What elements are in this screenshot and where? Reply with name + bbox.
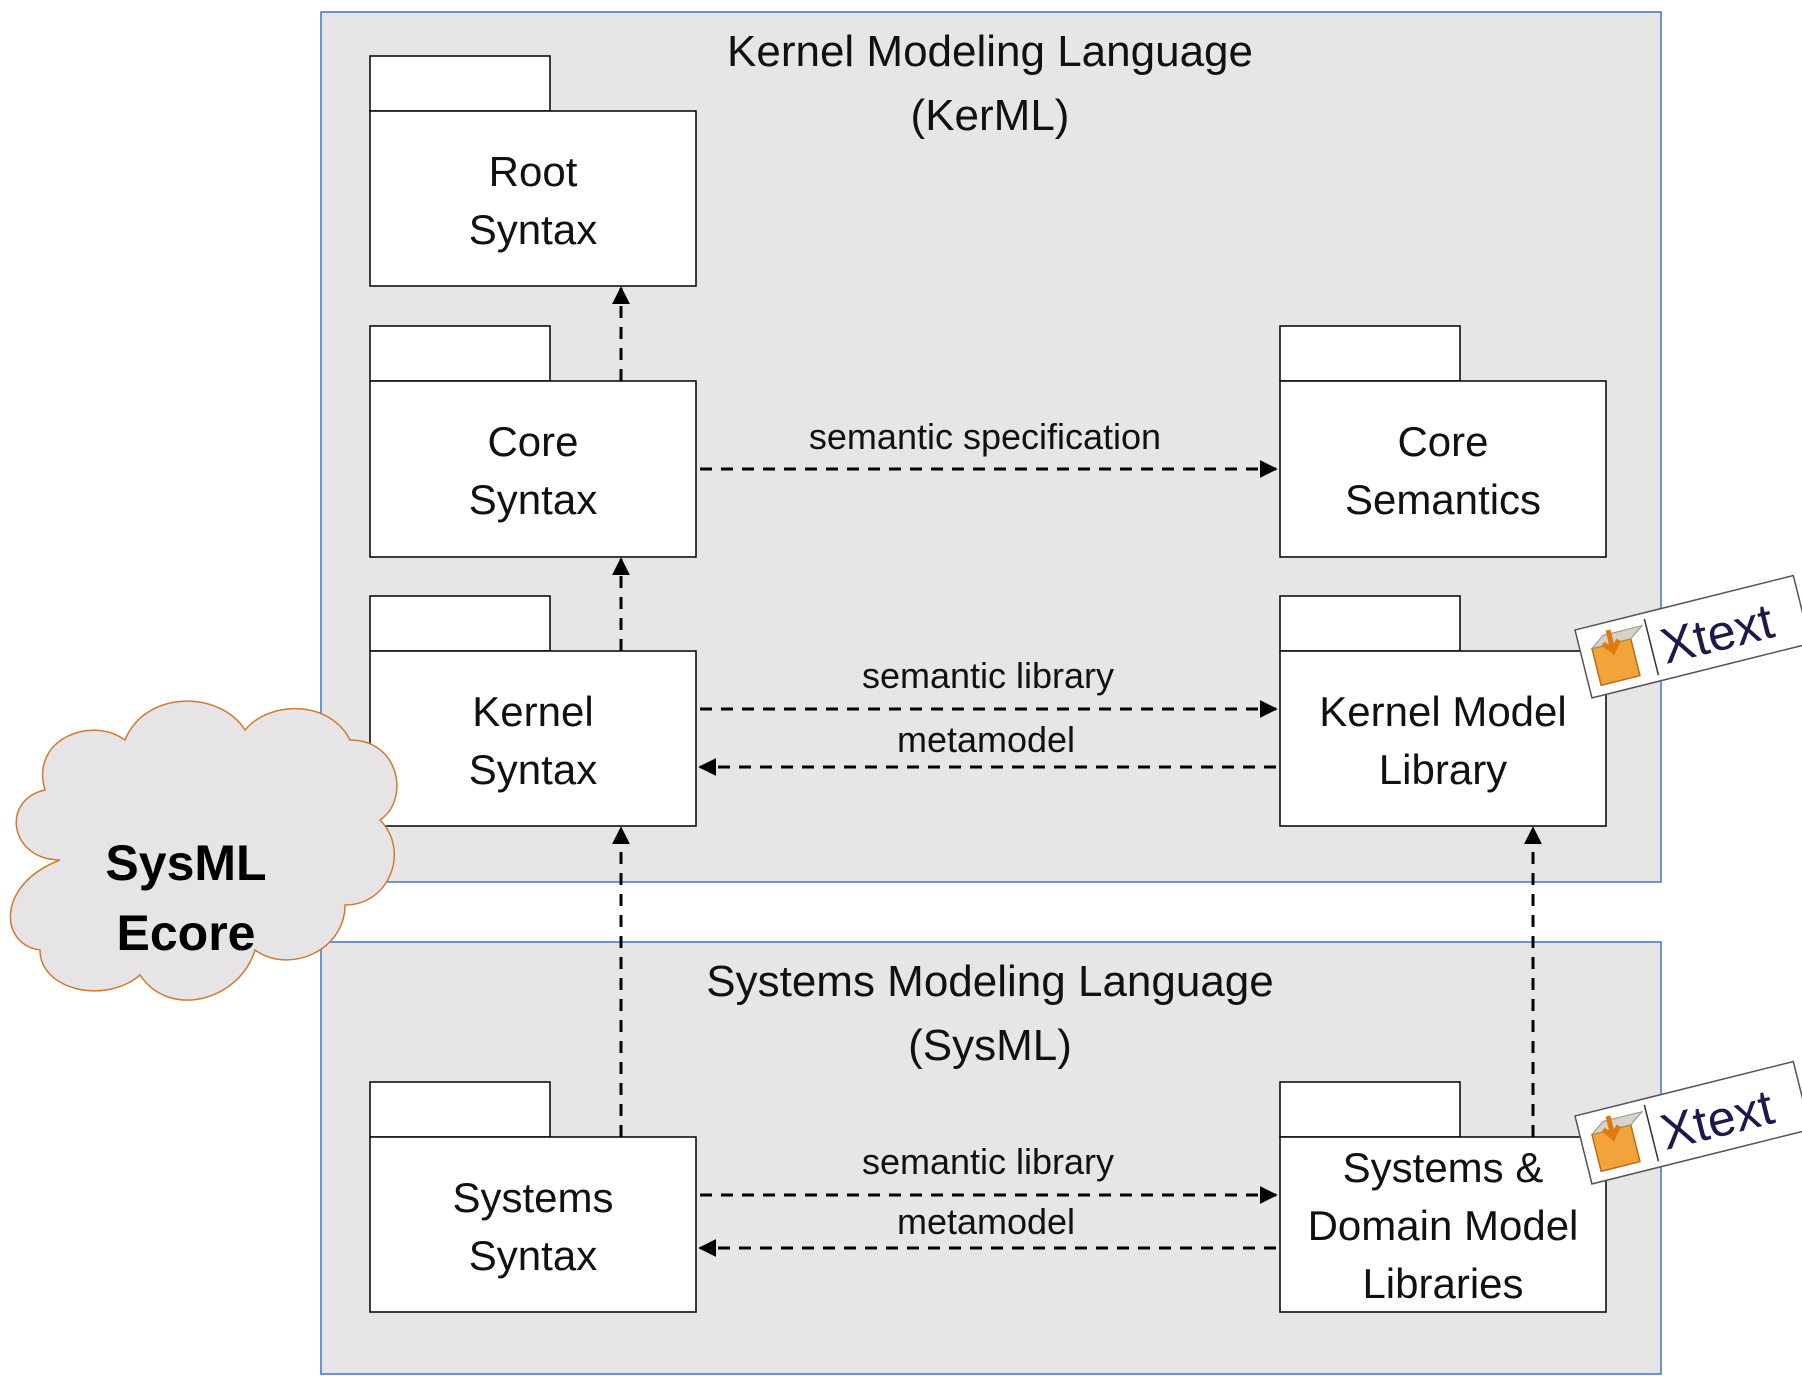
package-kernel-syntax[interactable]: Kernel Syntax [369,595,697,827]
root-syntax-label-line1: Root [489,148,578,195]
sysml-title-line2: (SysML) [908,1021,1072,1070]
xtext-package-icon [1590,1110,1644,1173]
xtext-package-icon [1590,624,1644,687]
kernel-model-library-label-line1: Kernel Model [1319,688,1566,735]
sysml-ecore-cloud: SysML Ecore [9,700,398,1001]
core-syntax-label-line2: Syntax [469,476,597,523]
cloud-label-line1: SysML [105,835,266,891]
kerml-title-line2: (KerML) [911,91,1070,140]
kerml-title-line1: Kernel Modeling Language [727,27,1253,76]
root-syntax-label-line2: Syntax [469,206,597,253]
kernel-syntax-label-line2: Syntax [469,746,597,793]
core-semantics-label-line2: Semantics [1345,476,1541,523]
kernel-syntax-label-line1: Kernel [472,688,593,735]
systems-domain-libraries-label-line2: Domain Model [1308,1202,1579,1249]
edge-label-semantic-specification: semantic specification [809,416,1161,457]
edge-label-kernel-semantic-library: semantic library [862,655,1114,696]
sysml-title-line1: Systems Modeling Language [706,957,1273,1006]
core-semantics-label-line1: Core [1397,418,1488,465]
package-core-semantics[interactable]: Core Semantics [1279,325,1607,558]
package-core-syntax[interactable]: Core Syntax [369,325,697,558]
systems-domain-libraries-label-line3: Libraries [1362,1260,1523,1307]
systems-syntax-label-line2: Syntax [469,1232,597,1279]
systems-domain-libraries-label-line1: Systems & [1343,1144,1544,1191]
package-root-syntax[interactable]: Root Syntax [369,55,697,287]
edge-label-systems-semantic-library: semantic library [862,1141,1114,1182]
package-kernel-model-library[interactable]: Kernel Model Library [1279,595,1607,827]
edge-label-kernel-metamodel: metamodel [897,719,1075,760]
systems-syntax-label-line1: Systems [452,1174,613,1221]
core-syntax-label-line1: Core [487,418,578,465]
cloud-label-line2: Ecore [117,905,256,961]
edge-label-systems-metamodel: metamodel [897,1201,1075,1242]
kernel-model-library-label-line2: Library [1379,746,1507,793]
package-systems-syntax[interactable]: Systems Syntax [369,1081,697,1313]
package-systems-domain-libraries[interactable]: Systems & Domain Model Libraries [1279,1081,1607,1313]
